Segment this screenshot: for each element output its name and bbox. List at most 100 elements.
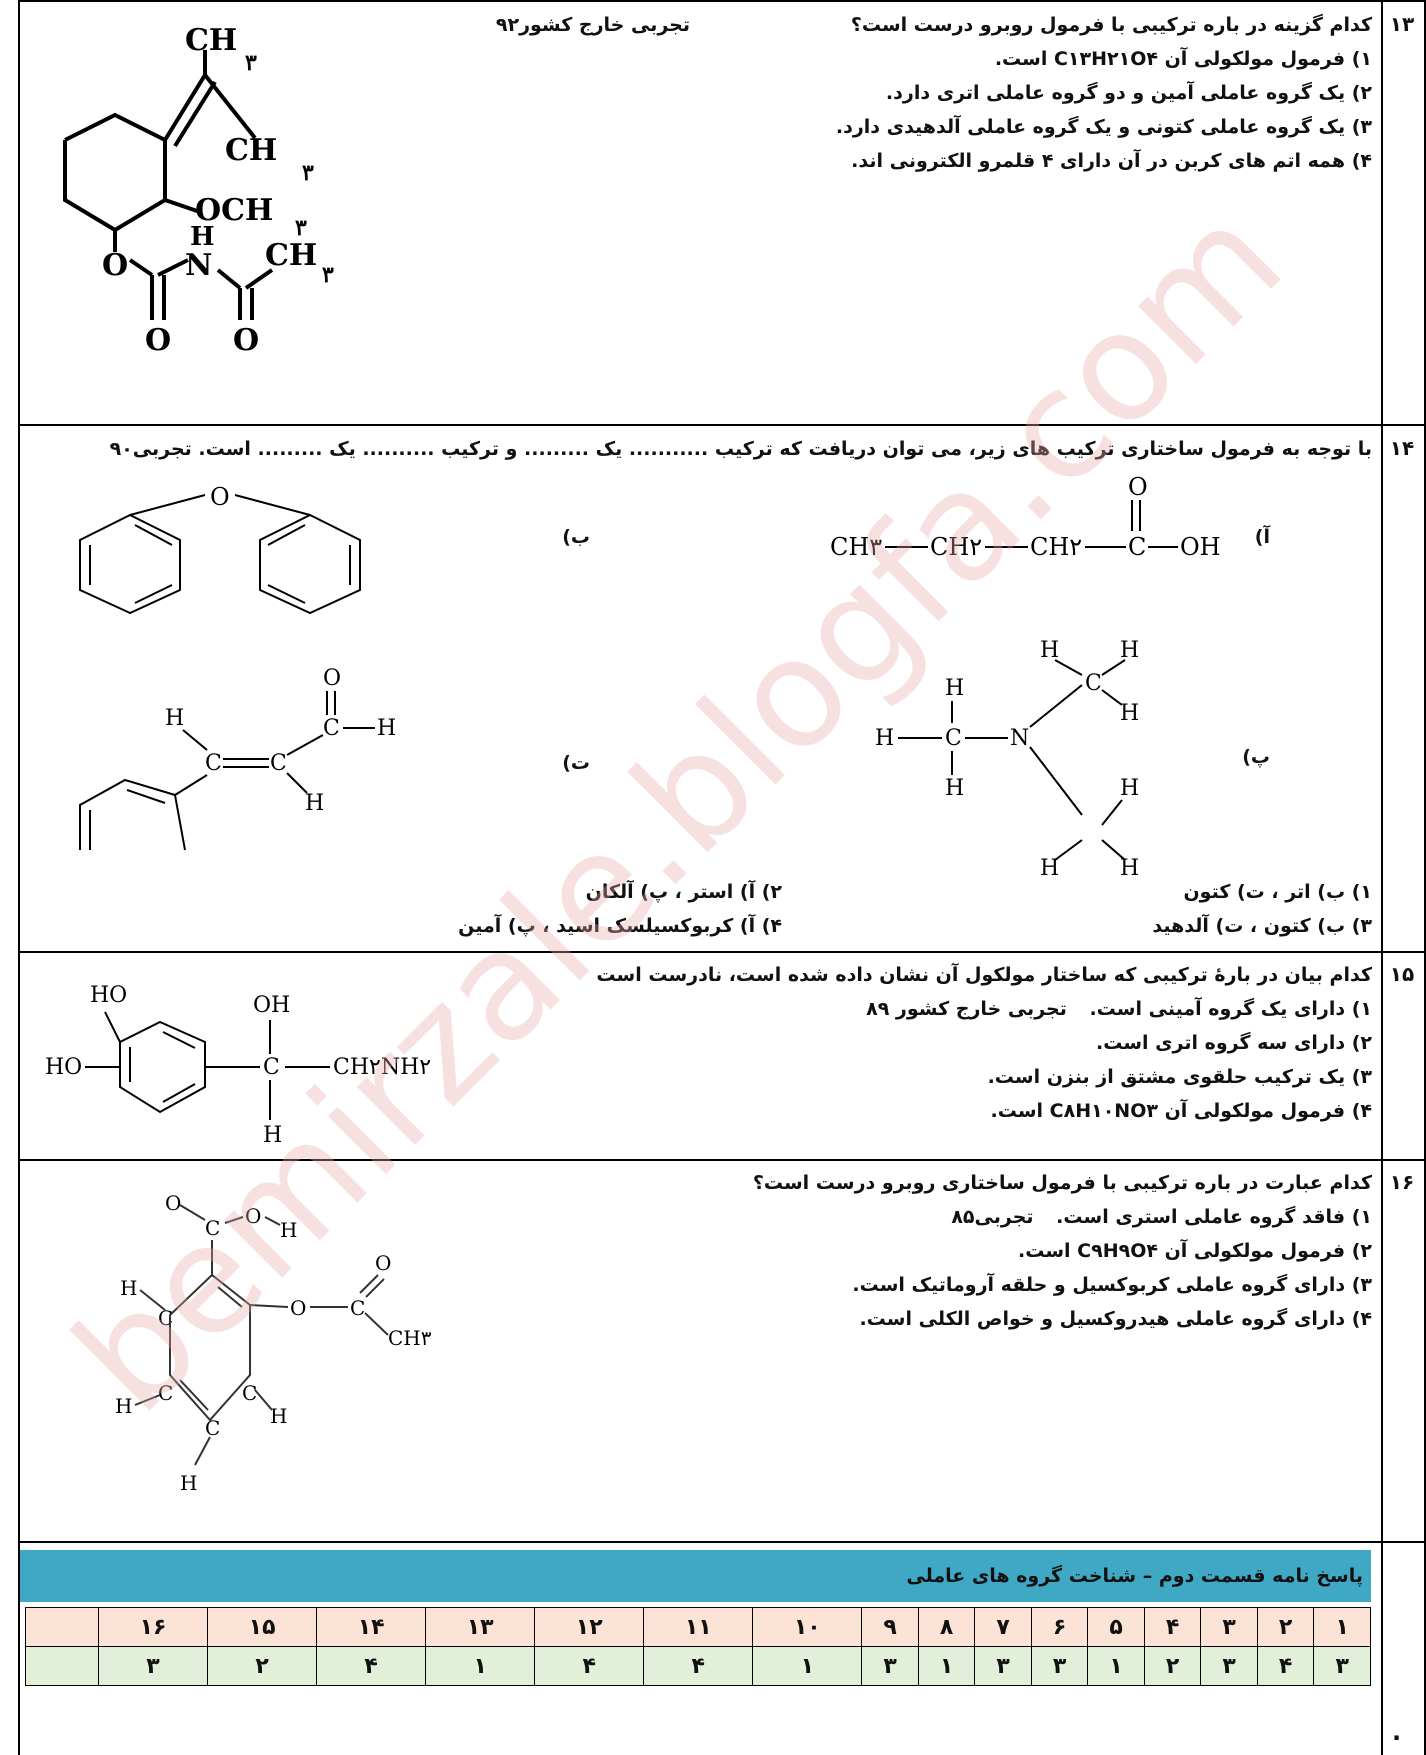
answer-key-a10: ۱	[752, 1646, 863, 1686]
answer-key-q6: ۶	[1030, 1607, 1089, 1647]
q13-carbonyl-o2: O	[233, 323, 259, 358]
q14t-h-bottom: H	[305, 791, 324, 816]
answer-key-q10: ۱۰	[752, 1607, 863, 1647]
q15-ho-top: HO	[90, 983, 127, 1008]
q14a-ch2-1: CH۲	[930, 533, 982, 561]
answer-key-table: ۱۶ ۱۵ ۱۴ ۱۳ ۱۲ ۱۱ ۱۰ ۹ ۸ ۷ ۶ ۵ ۴ ۳ ۲ ۱ ۳…	[25, 1607, 1371, 1686]
q13-ch3-right: CH	[265, 238, 317, 273]
question-14-figure-a: CH۳ CH۲ CH۲ C OH O	[830, 473, 1221, 561]
q16-h-upper-left: H	[120, 1276, 137, 1300]
q14p-c2: C	[1085, 671, 1102, 696]
q14p-h3: H	[945, 776, 964, 801]
frame-top	[18, 0, 1425, 2]
answer-key-a5: ۱	[1087, 1646, 1145, 1686]
question-number-15: ۱۵	[1389, 962, 1415, 986]
q16-ester-c: C	[350, 1296, 365, 1320]
question-16-option-1: ۱) فاقد گروه عاملی استری است.	[1056, 1206, 1372, 1228]
answer-key-q13: ۱۳	[425, 1607, 536, 1647]
question-15-stem: کدام بیان در بارهٔ ترکیبی که ساختار مولک…	[596, 964, 1372, 986]
q14t-c-beta: C	[270, 751, 287, 776]
question-13-option-4: ۴) همه اتم های کربن در آن دارای ۴ قلمرو …	[851, 150, 1372, 172]
q16-ester-carbonyl-o: O	[375, 1251, 391, 1275]
answer-key-q1: ۱	[1313, 1607, 1371, 1647]
question-15-option-3: ۳) یک ترکیب حلقوی مشتق از بنزن است.	[987, 1066, 1372, 1088]
q13-ch3-right-sub: ۳	[322, 262, 334, 288]
divider-14-15	[18, 951, 1425, 953]
answer-key-a2: ۴	[1256, 1646, 1315, 1686]
answer-key-answer-row: ۳ ۲ ۴ ۱ ۴ ۴ ۱ ۳ ۱ ۳ ۳ ۱ ۲ ۳ ۴ ۳	[25, 1646, 1371, 1686]
q15-ch2nh2: CH۲NH۲	[333, 1055, 431, 1080]
question-14-option-3: ۳) ب) کتون ، ت) آلدهید	[1152, 915, 1372, 937]
answer-key-a1: ۳	[1313, 1646, 1371, 1686]
question-15-source: تجربی خارج کشور ۸۹	[866, 998, 1067, 1020]
q14p-h2: H	[875, 726, 894, 751]
question-14-options: ۱) ب) اتر ، ت) کتون ۲) آ) استر ، پ) آلکا…	[32, 875, 1372, 943]
answer-key-q2: ۲	[1256, 1607, 1315, 1647]
question-16-option-3: ۳) دارای گروه عاملی کربوکسیل و حلقه آروم…	[852, 1274, 1372, 1296]
frame-right	[1424, 0, 1426, 1755]
q16-ring-c1: C	[158, 1306, 173, 1330]
question-13-text: کدام گزینه در باره ترکیبی با فرمول روبرو…	[372, 8, 1372, 178]
question-number-16: ۱۶	[1389, 1170, 1415, 1194]
footer-mark: .	[1392, 1718, 1402, 1746]
answer-key-a3: ۳	[1200, 1646, 1258, 1686]
q14t-o: O	[323, 666, 341, 691]
answer-key-q5: ۵	[1087, 1607, 1145, 1647]
question-number-14: ۱۴	[1389, 436, 1415, 460]
question-14-label-t: ت)	[562, 752, 590, 774]
question-16-option-2: ۲) فرمول مولکولی آن C۹H۹O۴ است.	[1018, 1240, 1372, 1262]
q13-och3-sub: ۳	[295, 215, 307, 241]
q14a-ch2-2: CH۲	[1030, 533, 1082, 561]
answer-key-q12: ۱۲	[534, 1607, 645, 1647]
q16-h-bottom: H	[180, 1471, 197, 1495]
q14t-h-aldehyde: H	[377, 716, 396, 741]
q15-h: H	[263, 1123, 282, 1148]
q14a-ch3: CH۳	[830, 533, 882, 561]
question-14-figure-b: O	[79, 485, 361, 615]
q13-nh-h: H	[190, 222, 215, 252]
answer-key-a11: ۴	[643, 1646, 754, 1686]
answer-key-a9: ۳	[861, 1646, 919, 1686]
q14p-c1: C	[945, 726, 962, 751]
q14t-h-left: H	[165, 706, 184, 731]
answer-key-a4: ۲	[1143, 1646, 1202, 1686]
q16-ring-c4: C	[242, 1381, 257, 1405]
question-14-option-4: ۴) آ) کربوکسیلسک اسید ، پ) آمین	[458, 915, 782, 937]
answer-key-q15: ۱۵	[207, 1607, 318, 1647]
question-16-source: تجربی۸۵	[951, 1206, 1034, 1228]
q14t-c-aldehyde: C	[323, 716, 340, 741]
q14p-h6: H	[1120, 701, 1139, 726]
question-15-structure: HO HO OH C CH۲NH۲ H	[45, 983, 431, 1148]
question-14-label-b: ب)	[562, 526, 590, 548]
q16-ring-c3: C	[205, 1416, 220, 1440]
q14p-h4: H	[1040, 638, 1059, 663]
question-13-option-1: ۱) فرمول مولکولی آن C۱۳H۲۱O۴ است.	[994, 48, 1372, 70]
answer-key-q9: ۹	[861, 1607, 919, 1647]
q16-acid-h: H	[280, 1218, 297, 1242]
question-14-figure-t: O C H H C C H	[79, 666, 396, 851]
q13-carbonyl-o1: O	[145, 323, 171, 358]
question-number-13: ۱۳	[1389, 12, 1415, 36]
question-14-label-p: پ)	[1242, 746, 1270, 768]
frame-number-column	[1381, 0, 1383, 1755]
question-13-stem: کدام گزینه در باره ترکیبی با فرمول روبرو…	[850, 14, 1372, 36]
q14a-c: C	[1128, 533, 1146, 561]
question-13-structure: CH ۳ CH ۳ OCH ۳ H O N CH ۳ O O	[63, 23, 334, 358]
q14a-oh: OH	[1180, 533, 1221, 561]
q14p-h7: H	[1120, 776, 1139, 801]
q16-h-lower-left: H	[115, 1394, 132, 1418]
question-13-option-2: ۲) یک گروه عاملی آمین و دو گروه عاملی ات…	[885, 82, 1372, 104]
answer-key-a13: ۱	[425, 1646, 536, 1686]
question-15-option-2: ۲) دارای سه گروه اتری است.	[1095, 1032, 1372, 1054]
answer-key-a8: ۱	[917, 1646, 976, 1686]
question-13-source: تجربی خارج کشور۹۲	[495, 14, 690, 36]
question-14-option-2: ۲) آ) استر ، پ) آلکان	[585, 881, 782, 903]
q14p-nitrogen: N	[1010, 726, 1029, 751]
q14p-h8: H	[1040, 856, 1059, 881]
answer-key-a12: ۴	[534, 1646, 645, 1686]
question-16-text: کدام عبارت در باره ترکیبی با فرمول ساختا…	[372, 1166, 1372, 1336]
answer-key-a7: ۳	[974, 1646, 1032, 1686]
question-16-structure: O C O H O O C CH۳ H C C C C H H H	[115, 1191, 432, 1495]
answer-key-a14: ۴	[316, 1646, 427, 1686]
answer-key-title: پاسخ نامه قسمت دوم – شناخت گروه های عامل…	[20, 1550, 1371, 1602]
